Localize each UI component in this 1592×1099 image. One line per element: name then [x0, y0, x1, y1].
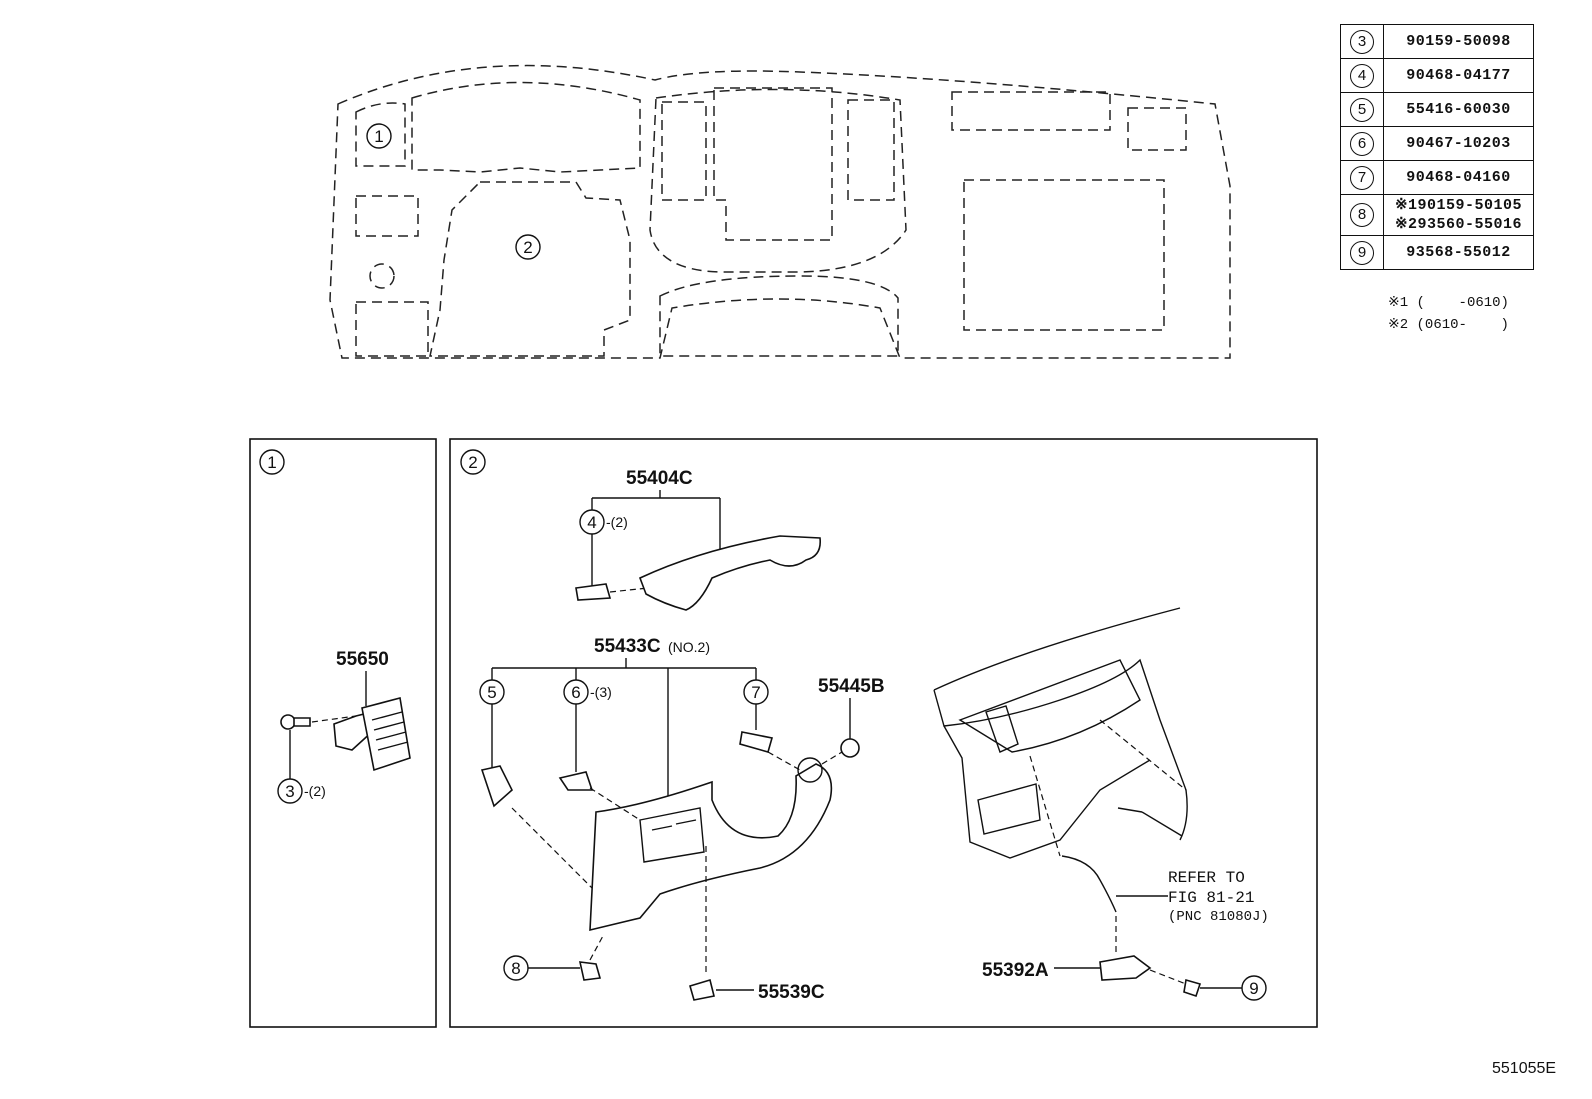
- part-number: 90159-50098: [1406, 33, 1511, 50]
- wire-harness: [1061, 855, 1117, 913]
- parts-table-row: 4 90468-04177: [1340, 58, 1534, 93]
- bolt-callout-8: 8: [503, 955, 529, 981]
- label-55433C-suffix: (NO.2): [668, 639, 710, 655]
- svg-text:6: 6: [571, 683, 580, 702]
- ref-number-circle: 5: [1350, 97, 1374, 122]
- part-number: 90467-10203: [1406, 135, 1511, 152]
- svg-text:1: 1: [374, 127, 383, 146]
- ref-number-circle: 6: [1350, 131, 1374, 156]
- air-vent-part-55650: [333, 697, 411, 772]
- svg-text:3: 3: [285, 782, 294, 801]
- detail-panel-2: [449, 438, 1318, 1028]
- ref-number-circle: 9: [1350, 240, 1374, 265]
- overview-callout-2: 2: [515, 234, 541, 260]
- svg-text:9: 9: [1249, 979, 1258, 998]
- label-55433C: 55433C: [594, 636, 661, 657]
- plug-part-55539C: [689, 978, 715, 1001]
- clip-callout-6: 6 -(3): [563, 679, 612, 705]
- part-number: 55416-60030: [1406, 101, 1511, 118]
- clip-part-6: [558, 771, 594, 791]
- parts-table-row: 3 90159-50098: [1340, 24, 1534, 59]
- part-number: ※293560-55016: [1394, 216, 1523, 233]
- svg-text:-(2): -(2): [304, 783, 326, 799]
- upper-column-cover-55404C: [638, 535, 822, 611]
- ref-number-circle: 7: [1350, 165, 1374, 190]
- clip-part-7: [739, 731, 774, 753]
- clip-part-4: [575, 583, 612, 601]
- part-number: ※190159-50105: [1394, 197, 1523, 214]
- part-number: 90468-04160: [1406, 169, 1511, 186]
- svg-text:2: 2: [468, 453, 477, 472]
- clip-callout-4: 4 -(2): [579, 509, 628, 535]
- label-55392A: 55392A: [982, 960, 1049, 981]
- panel-2-callout: 2: [460, 449, 486, 475]
- dashboard-overview: [329, 64, 1231, 359]
- ref-number-circle: 3: [1350, 29, 1374, 54]
- label-55445B: 55445B: [818, 676, 885, 697]
- parts-table-row: 7 90468-04160: [1340, 160, 1534, 195]
- panel-1-callout: 1: [259, 449, 285, 475]
- clip-callout-7: 7: [743, 679, 769, 705]
- ref-number-circle: 4: [1350, 63, 1374, 88]
- svg-text:1: 1: [267, 453, 276, 472]
- screw-callout-3: 3 -(2): [277, 778, 326, 804]
- ref-number-circle: 8: [1350, 203, 1374, 227]
- range-notes: ※1 ( -0610) ※2 (0610- ): [1388, 292, 1509, 336]
- figure-code: 551055E: [1492, 1060, 1557, 1077]
- svg-text:8: 8: [511, 959, 520, 978]
- refer-note-line3: (PNC 81080J): [1168, 909, 1269, 925]
- parts-table-row: 6 90467-10203: [1340, 126, 1534, 161]
- range-note-1: ※1 ( -0610): [1388, 295, 1509, 311]
- clip-part-5: [480, 765, 513, 808]
- range-note-2: ※2 (0610- ): [1388, 317, 1509, 333]
- cap-part-55445B: [840, 738, 860, 758]
- dashboard-perspective-sketch: [933, 607, 1188, 859]
- refer-note-line1: REFER TO: [1168, 869, 1245, 887]
- bolt-part-8: [578, 961, 602, 981]
- svg-text:2: 2: [523, 238, 532, 257]
- svg-text:7: 7: [751, 683, 760, 702]
- label-55404C: 55404C: [626, 468, 693, 489]
- overview-callout-1: 1: [366, 123, 392, 149]
- clip-callout-5: 5: [479, 679, 505, 705]
- svg-text:4: 4: [587, 513, 596, 532]
- part-number: 90468-04177: [1406, 67, 1511, 84]
- bracket-part-55392A: [1099, 955, 1152, 981]
- part-number: 93568-55012: [1406, 244, 1511, 261]
- label-55539C: 55539C: [758, 982, 825, 1003]
- svg-text:-(3): -(3): [590, 684, 612, 700]
- svg-text:-(2): -(2): [606, 514, 628, 530]
- screw-part-9: [1183, 978, 1202, 998]
- lower-instrument-panel-55433C: [589, 763, 833, 932]
- parts-table-row: 5 55416-60030: [1340, 92, 1534, 127]
- parts-table-row: 8 ※190159-50105 ※293560-55016: [1340, 194, 1534, 236]
- label-55650: 55650: [336, 649, 389, 670]
- refer-note-line2: FIG 81-21: [1168, 889, 1254, 907]
- screw-part-3: [280, 714, 311, 730]
- svg-text:5: 5: [487, 683, 496, 702]
- screw-callout-9: 9: [1241, 975, 1267, 1001]
- detail-panel-1: [249, 438, 437, 1028]
- parts-table-row: 9 93568-55012: [1340, 235, 1534, 270]
- parts-number-table: 3 90159-50098 4 90468-04177 5 55416-60030 6 904…: [1340, 24, 1534, 270]
